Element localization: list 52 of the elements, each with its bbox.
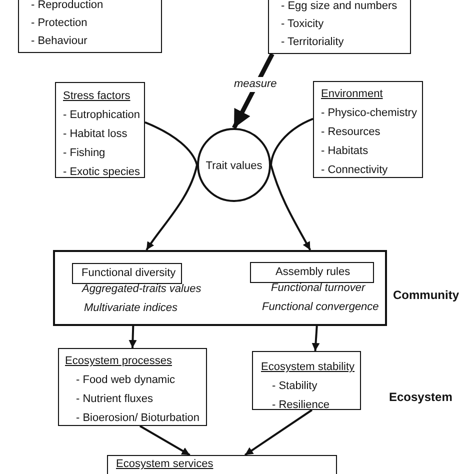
note-text: Functional turnover xyxy=(271,282,366,295)
connector-line xyxy=(270,118,314,166)
arrow xyxy=(270,164,312,250)
list-item: - Fishing xyxy=(63,147,106,160)
text-box xyxy=(58,348,207,426)
note-text: Multivariate indices xyxy=(84,302,178,315)
inner-box xyxy=(72,262,182,284)
edge-label: measure xyxy=(232,77,279,92)
arrow xyxy=(312,326,320,352)
list-item: - Resources xyxy=(321,126,380,139)
list-item: - Protection xyxy=(31,17,88,30)
list-item: - Bioerosion/ Bioturbation xyxy=(76,412,200,425)
text-box xyxy=(55,82,145,178)
list-item: - Behaviour xyxy=(31,35,88,48)
text-box xyxy=(53,250,387,326)
list-item: - Physico-chemistry xyxy=(321,107,417,120)
list-item: - Stability xyxy=(272,380,318,393)
box-label: Functional diversity xyxy=(82,266,176,280)
arrow xyxy=(146,164,198,251)
list-item: - Toxicity xyxy=(281,18,324,31)
arrow xyxy=(139,425,190,456)
list-item: - Resilience xyxy=(272,399,330,412)
text-box xyxy=(313,81,423,178)
note-text: Functional convergence xyxy=(262,301,379,314)
connector-line xyxy=(144,121,198,166)
box-heading: Environment xyxy=(321,88,383,101)
box-heading: Ecosystem processes xyxy=(65,355,172,368)
list-item: - Territoriality xyxy=(281,36,344,49)
list-item: - Reproduction xyxy=(31,0,104,12)
node-label: Trait values xyxy=(204,160,264,173)
list-item: - Eutrophication xyxy=(63,109,140,122)
list-item: - Exotic species xyxy=(63,166,140,179)
arrow xyxy=(244,409,312,456)
list-item: - Nutrient fluxes xyxy=(76,393,154,406)
box-heading: Stress factors xyxy=(63,90,130,103)
list-item: - Habitat loss xyxy=(63,128,128,141)
box-heading: Ecosystem stability xyxy=(261,361,355,374)
list-item: - Food web dynamic xyxy=(76,374,176,387)
text-box xyxy=(268,0,411,54)
list-item: - Habitats xyxy=(321,145,368,158)
box-heading: Ecosystem services xyxy=(116,458,214,471)
level-label: Ecosystem xyxy=(389,390,452,404)
note-text: Aggregated-traits values xyxy=(82,283,202,296)
level-label: Community xyxy=(393,288,459,302)
text-box xyxy=(252,351,361,410)
list-item: - Connectivity xyxy=(321,164,388,177)
box-label: Assembly rules xyxy=(276,266,350,278)
list-item: - Egg size and numbers xyxy=(281,0,398,13)
arrow xyxy=(128,326,137,348)
inner-box xyxy=(250,262,374,282)
text-box xyxy=(18,0,162,53)
arrow xyxy=(232,52,274,130)
